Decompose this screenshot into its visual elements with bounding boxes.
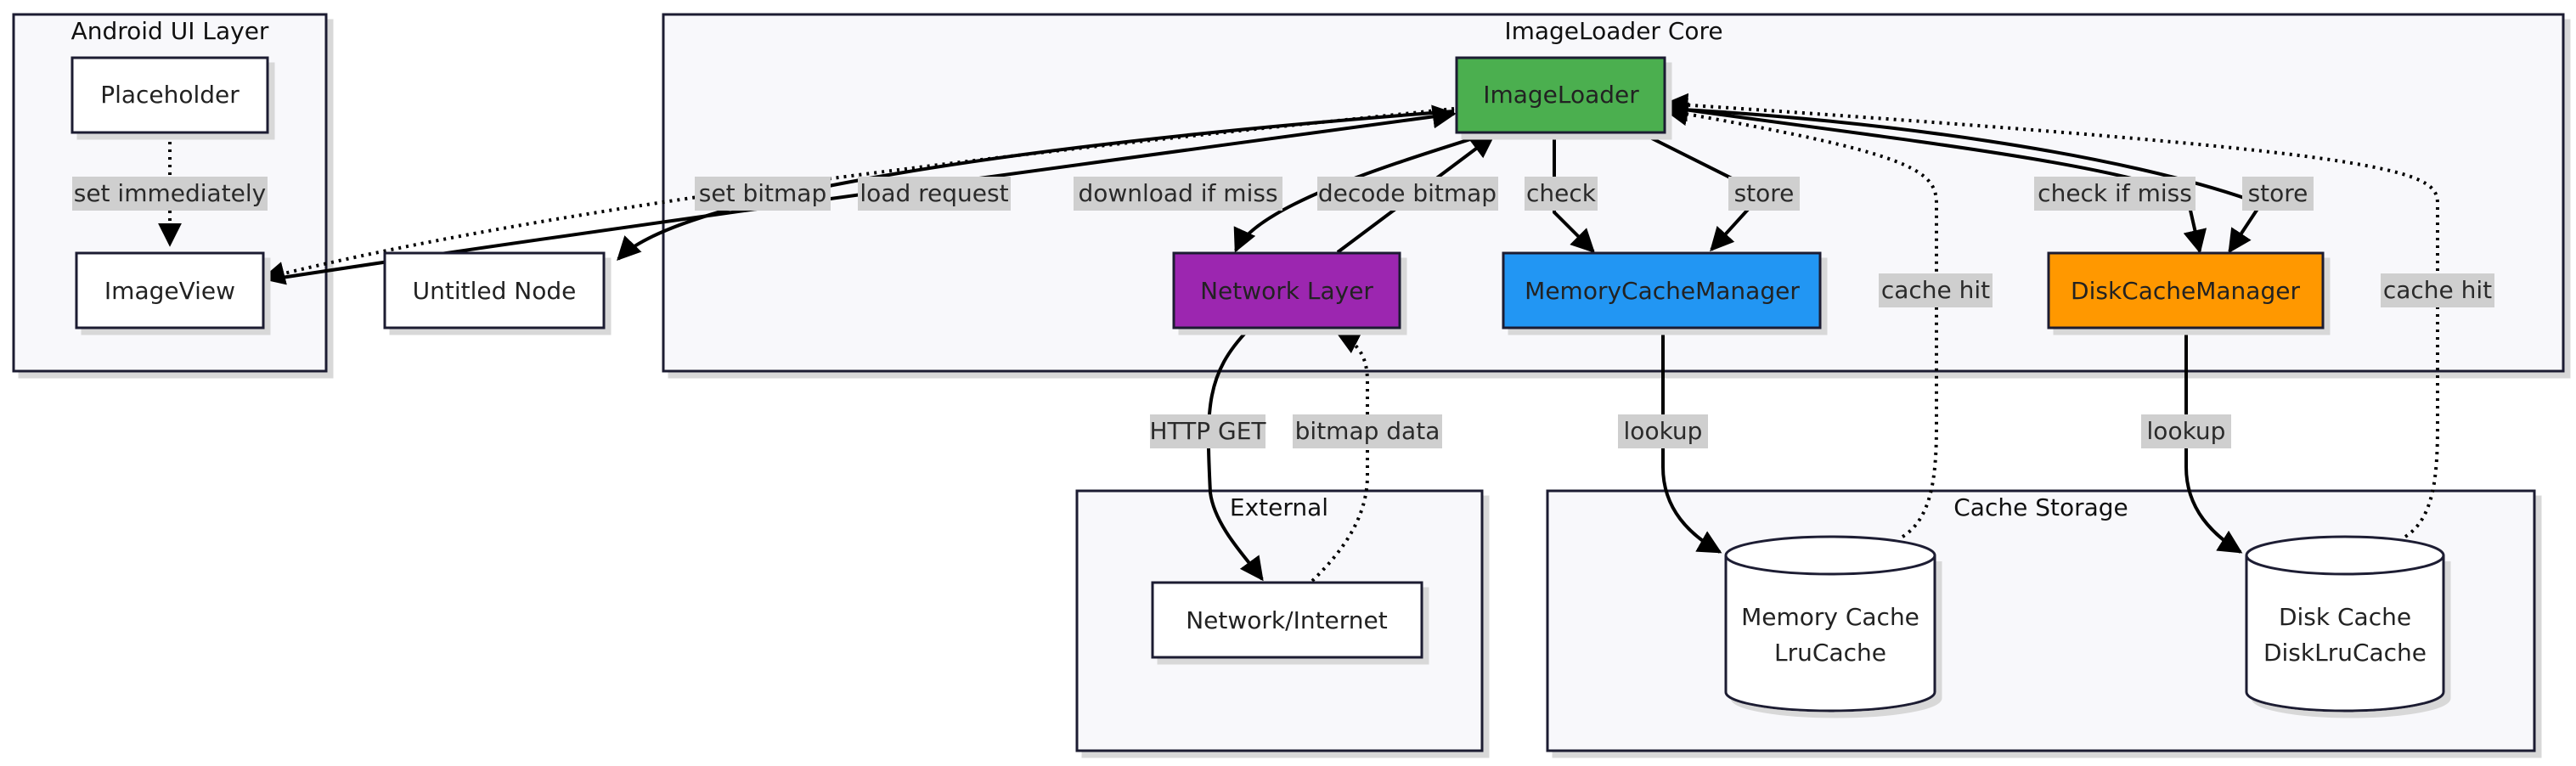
cluster-title-core: ImageLoader Core xyxy=(1504,17,1722,45)
edge-label-load-request: load request xyxy=(858,177,1011,211)
edge-label-http-get-text: HTTP GET xyxy=(1149,417,1266,445)
node-placeholder[interactable]: Placeholder xyxy=(70,56,269,134)
edge-imageloader-imageview xyxy=(261,107,1455,285)
node-network-layer[interactable]: Network Layer xyxy=(1172,251,1401,329)
node-imageview-label: ImageView xyxy=(104,277,235,305)
edge-label-download-if-miss-text: download if miss xyxy=(1078,179,1277,207)
edge-check xyxy=(1553,134,1595,253)
edge-label-decode-bitmap: decode bitmap xyxy=(1317,177,1498,211)
edge-label-check-if-miss: check if miss xyxy=(2034,177,2196,211)
edge-label-set-immediately: set immediately xyxy=(72,177,268,211)
edge-label-check-if-miss-text: check if miss xyxy=(2038,179,2192,207)
edge-store-disk xyxy=(1664,98,2262,206)
node-disk-cache-manager-label: DiskCacheManager xyxy=(2071,277,2300,305)
node-network-internet-label: Network/Internet xyxy=(1186,606,1388,634)
edge-label-lookup-memory-text: lookup xyxy=(1624,417,1703,445)
node-disk-cache-line2: DiskLruCache xyxy=(2263,639,2427,667)
edge-label-set-bitmap: set bitmap xyxy=(695,177,831,211)
node-network-internet[interactable]: Network/Internet xyxy=(1151,581,1423,659)
node-placeholder-label: Placeholder xyxy=(100,81,240,109)
edge-label-set-immediately-text: set immediately xyxy=(74,179,267,207)
edge-label-check: check xyxy=(1525,177,1598,211)
edge-label-store-disk: store xyxy=(2242,177,2314,211)
node-imageloader-label: ImageLoader xyxy=(1483,81,1639,109)
node-disk-cache-line1: Disk Cache xyxy=(2279,603,2411,631)
node-disk-cache-manager[interactable]: DiskCacheManager xyxy=(2047,251,2325,329)
node-imageview[interactable]: ImageView xyxy=(75,251,265,329)
edge-store-disk-arrow xyxy=(2228,202,2263,254)
node-network-layer-label: Network Layer xyxy=(1200,277,1373,305)
node-memory-cache-manager-label: MemoryCacheManager xyxy=(1525,277,1800,305)
edge-label-cache-hit-memory: cache hit xyxy=(1879,273,1993,307)
edge-label-store-disk-text: store xyxy=(2248,179,2308,207)
edge-label-set-bitmap-text: set bitmap xyxy=(699,179,826,207)
edge-label-bitmap-data: bitmap data xyxy=(1293,414,1442,448)
edge-label-store-memory: store xyxy=(1728,177,1800,211)
edge-label-store-memory-text: store xyxy=(1734,179,1795,207)
node-untitled[interactable]: Untitled Node xyxy=(383,251,606,329)
edge-label-cache-hit-memory-text: cache hit xyxy=(1881,276,1990,304)
node-memory-cache-line1: Memory Cache xyxy=(1741,603,1919,631)
node-memory-cache[interactable]: Memory Cache LruCache xyxy=(1724,535,1936,712)
edge-http-get xyxy=(1206,328,1264,582)
edge-label-load-request-text: load request xyxy=(860,179,1008,207)
edge-label-check-text: check xyxy=(1526,179,1597,207)
edge-imageloader-untitled xyxy=(617,110,1455,262)
edge-cache-hit-memory xyxy=(1664,102,1938,538)
node-memory-cache-line2: LruCache xyxy=(1774,639,1886,667)
edge-label-http-get: HTTP GET xyxy=(1149,414,1266,448)
cluster-title-android-ui: Android UI Layer xyxy=(71,17,269,45)
cluster-title-external: External xyxy=(1230,493,1328,521)
edge-label-lookup-disk-text: lookup xyxy=(2147,417,2226,445)
node-disk-cache[interactable]: Disk Cache DiskLruCache xyxy=(2245,535,2445,712)
edge-label-lookup-memory: lookup xyxy=(1618,414,1708,448)
edge-label-decode-bitmap-text: decode bitmap xyxy=(1318,179,1497,207)
edge-lookup-memory xyxy=(1661,329,1722,554)
edge-bitmap-data xyxy=(1311,331,1369,583)
node-imageloader[interactable]: ImageLoader xyxy=(1455,56,1666,134)
edge-label-lookup-disk: lookup xyxy=(2141,414,2231,448)
node-untitled-label: Untitled Node xyxy=(413,277,577,305)
edge-label-download-if-miss: download if miss xyxy=(1074,177,1282,211)
edge-label-cache-hit-disk: cache hit xyxy=(2381,273,2494,307)
node-memory-cache-manager[interactable]: MemoryCacheManager xyxy=(1502,251,1822,329)
edge-lookup-disk xyxy=(2184,329,2243,554)
cluster-title-cache-storage: Cache Storage xyxy=(1953,493,2128,521)
edge-label-bitmap-data-text: bitmap data xyxy=(1295,417,1440,445)
edge-label-cache-hit-disk-text: cache hit xyxy=(2383,276,2492,304)
